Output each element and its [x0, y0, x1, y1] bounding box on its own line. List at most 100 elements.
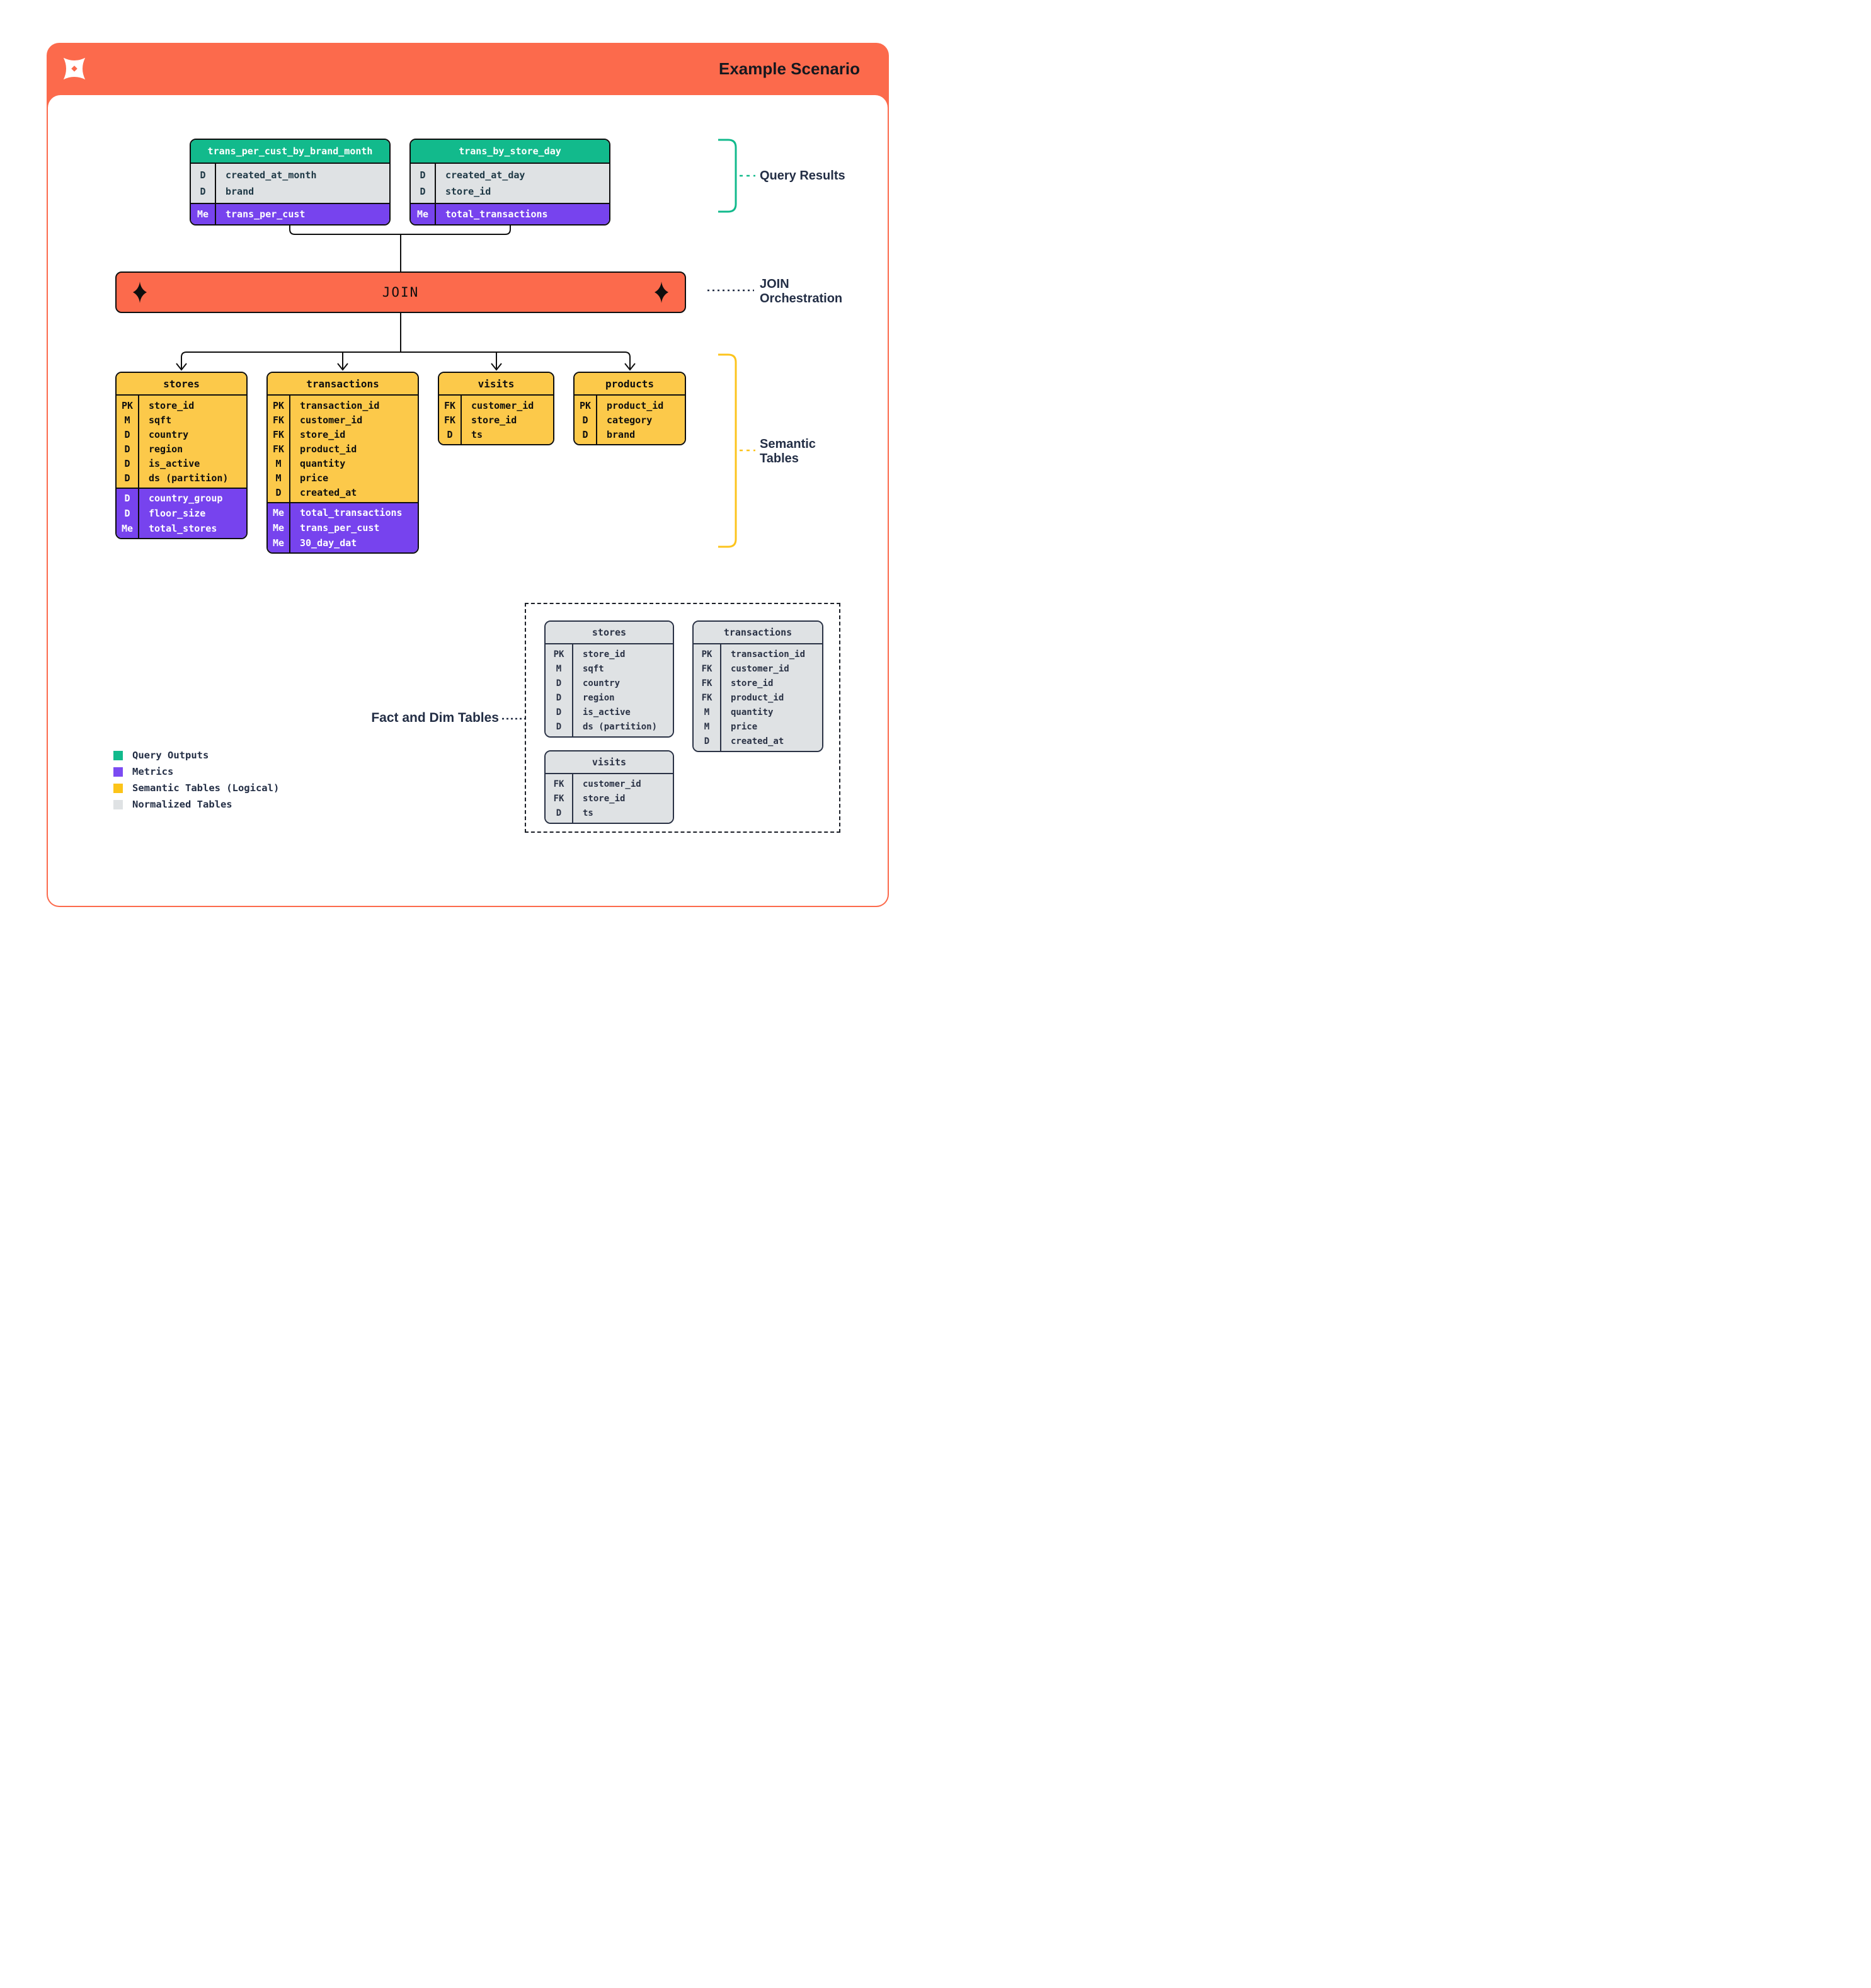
field-name: trans_per_cust: [226, 209, 306, 220]
field-name: floor_size: [149, 508, 206, 519]
field-key: Me: [121, 523, 134, 534]
field-name: created_at: [300, 486, 357, 498]
field-key: FK: [272, 428, 285, 440]
field-name: brand: [226, 186, 255, 197]
field-key: M: [704, 707, 710, 717]
table-title: stores: [117, 373, 246, 394]
field-name: product_id: [300, 443, 357, 455]
field-name: total_stores: [149, 523, 217, 534]
table-title: transactions: [268, 373, 418, 394]
join-label: JOIN: [382, 285, 420, 300]
field-key: D: [556, 808, 562, 818]
field-name: ts: [471, 428, 483, 440]
field-key: FK: [701, 678, 712, 688]
field-key: M: [556, 663, 562, 674]
sparkle-icon: [655, 282, 668, 303]
field-name: customer_id: [583, 779, 641, 789]
field-name: quantity: [731, 707, 774, 717]
field-name: sqft: [583, 663, 604, 674]
field-name: created_at_day: [445, 169, 525, 181]
field-key: D: [582, 414, 588, 426]
field-key: D: [124, 472, 130, 484]
field-key: D: [447, 428, 453, 440]
field-name: region: [149, 443, 183, 455]
field-key: M: [275, 472, 282, 484]
field-name: category: [607, 414, 653, 426]
field-name: transaction_id: [731, 649, 806, 660]
metric-section: Me trans_per_cust: [191, 203, 389, 224]
field-name: ds (partition): [149, 472, 229, 484]
join-orchestration-bar: JOIN: [115, 271, 686, 313]
legend-item-query-outputs: Query Outputs: [113, 747, 279, 763]
field-name: total_transactions: [300, 507, 403, 518]
field-key: FK: [272, 414, 285, 426]
field-name: total_transactions: [445, 209, 548, 220]
field-name: 30_day_dat: [300, 537, 357, 549]
field-key: FK: [701, 692, 712, 703]
field-key: D: [556, 692, 562, 703]
field-key: D: [556, 707, 562, 717]
legend-item-metrics: Metrics: [113, 763, 279, 780]
field-key: D: [124, 508, 130, 519]
page-title: Example Scenario: [719, 59, 860, 78]
field-key: FK: [553, 779, 564, 789]
table-row: Me total_transactions: [411, 206, 609, 222]
field-name: trans_per_cust: [300, 522, 380, 534]
legend-swatch-purple: [113, 767, 123, 777]
field-key: Me: [197, 209, 209, 220]
field-name: brand: [607, 428, 636, 440]
field-key: D: [124, 493, 130, 504]
field-name: store_id: [583, 649, 626, 660]
metric-section: Me total_transactions: [411, 203, 609, 224]
table-title: transactions: [694, 622, 822, 643]
field-key: D: [556, 678, 562, 688]
field-key: D: [200, 186, 206, 197]
field-key: M: [275, 457, 282, 469]
field-name: quantity: [300, 457, 346, 469]
field-key: Me: [272, 522, 285, 534]
field-key: PK: [121, 399, 134, 411]
field-key: FK: [443, 414, 456, 426]
table-title: trans_by_store_day: [411, 140, 609, 163]
field-key: D: [582, 428, 588, 440]
field-name: store_id: [300, 428, 346, 440]
field-name: store_id: [583, 793, 626, 804]
table-row: PK store_id: [546, 647, 673, 661]
table-title: visits: [439, 373, 553, 394]
field-key: PK: [553, 649, 564, 660]
field-name: customer_id: [731, 663, 789, 674]
field-name: ds (partition): [583, 721, 658, 732]
field-key: Me: [416, 209, 429, 220]
